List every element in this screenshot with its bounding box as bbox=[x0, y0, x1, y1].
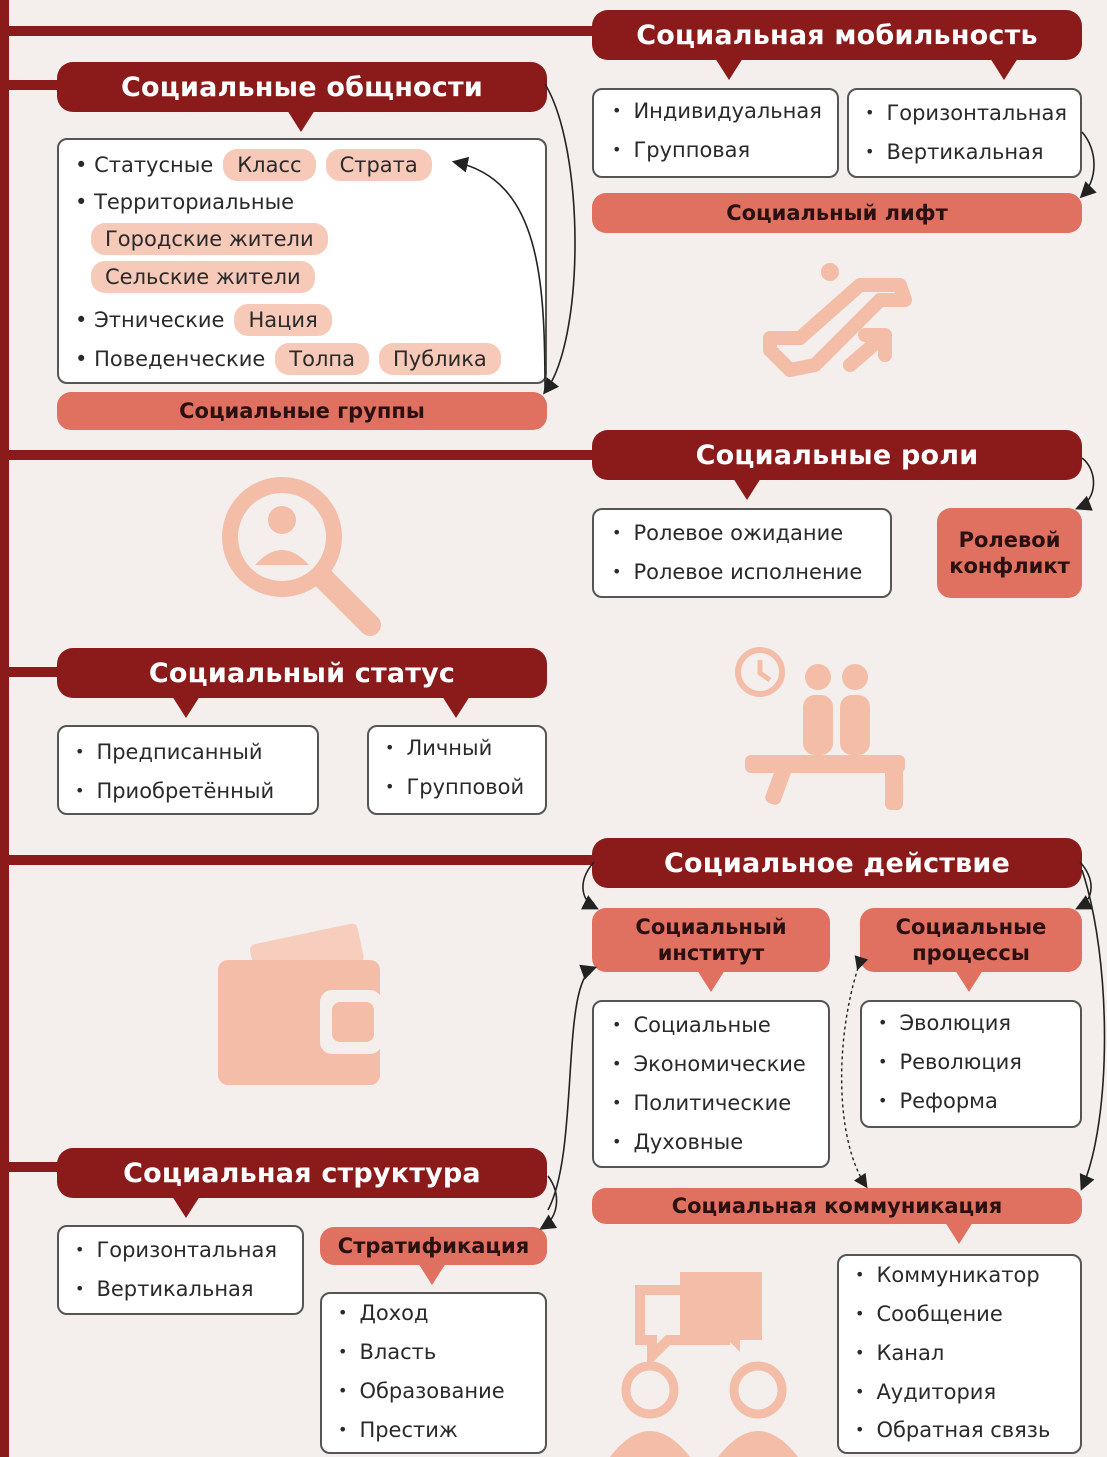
connector-action bbox=[0, 855, 600, 865]
main-spine bbox=[0, 0, 9, 1457]
list-item: Обратная связь bbox=[855, 1411, 1080, 1450]
roles-arrow bbox=[733, 478, 761, 500]
list-item: Горизонтальная bbox=[865, 94, 1080, 133]
action-header: Социальное действие bbox=[592, 838, 1082, 888]
social-groups-bar: Социальные группы bbox=[57, 392, 547, 430]
institute-arrow bbox=[697, 970, 725, 992]
curve-communities-right bbox=[543, 83, 576, 395]
list-item: Коммуникатор bbox=[855, 1256, 1080, 1295]
social-communication-bar: Социальная коммуникация bbox=[592, 1188, 1082, 1224]
structure-arrow bbox=[172, 1196, 200, 1218]
list-item: Доход bbox=[338, 1294, 545, 1333]
list-item: Личный bbox=[385, 729, 545, 768]
mobility-arrow-right bbox=[990, 58, 1018, 80]
curve-mobility-lift bbox=[1079, 131, 1097, 199]
structure-header: Социальная структура bbox=[57, 1148, 547, 1198]
roles-header: Социальные роли bbox=[592, 430, 1082, 480]
institute-list-box: Социальные Экономические Политические Ду… bbox=[592, 1000, 830, 1168]
list-item: Ролевое ожидание bbox=[612, 514, 890, 553]
list-item: Канал bbox=[855, 1334, 1080, 1373]
connector-communities bbox=[0, 80, 60, 90]
list-item: Групповая bbox=[612, 131, 837, 170]
list-item: Групповой bbox=[385, 768, 545, 807]
list-item: Революция bbox=[878, 1043, 1080, 1082]
status-arrow-right bbox=[442, 696, 470, 718]
mobility-header: Социальная мобильность bbox=[592, 10, 1082, 60]
chip-nacia: Нация bbox=[234, 304, 332, 336]
community-village-row: Сельские жители bbox=[91, 258, 545, 296]
connector-mobility bbox=[0, 26, 600, 36]
processes-arrow bbox=[955, 970, 983, 992]
list-item: Приобретённый bbox=[75, 772, 317, 811]
list-item: Экономические bbox=[612, 1045, 828, 1084]
roles-box: Ролевое ожиданиеРолевое исполнение bbox=[592, 508, 892, 598]
status-arrow-left bbox=[172, 696, 200, 718]
connector-roles bbox=[0, 450, 600, 460]
curve-action-communication bbox=[1079, 869, 1106, 1191]
social-lift-bar: Социальный лифт bbox=[592, 193, 1082, 233]
community-city-row: Городские жители bbox=[91, 220, 545, 258]
chip-klass: Класс bbox=[223, 149, 316, 181]
chip-strata: Страта bbox=[325, 149, 432, 181]
status-right-box: ЛичныйГрупповой bbox=[367, 725, 547, 815]
chip-selsk: Сельские жители bbox=[91, 261, 315, 293]
communication-arrow bbox=[945, 1222, 973, 1244]
communities-header: Социальные общности bbox=[57, 62, 547, 112]
curve-structure-institute bbox=[547, 964, 598, 1211]
list-item: Вертикальная bbox=[865, 133, 1080, 172]
list-item: Духовные bbox=[612, 1123, 828, 1162]
label-povedench: Поведенческие bbox=[94, 347, 266, 371]
chip-gorod: Городские жители bbox=[91, 223, 328, 255]
list-item: Власть bbox=[338, 1333, 545, 1372]
label-statusnye: Статусные bbox=[94, 153, 214, 177]
stratification-arrow bbox=[418, 1263, 446, 1285]
list-item: Горизонтальная bbox=[75, 1231, 302, 1270]
list-item: Реформа bbox=[878, 1082, 1080, 1121]
communities-arrow bbox=[287, 110, 315, 132]
community-territorial-row: • Территориальные bbox=[75, 190, 295, 214]
label-territ: Территориальные bbox=[94, 190, 295, 214]
structure-list-box: ГоризонтальнаяВертикальная bbox=[57, 1225, 304, 1315]
search-person-icon bbox=[222, 477, 381, 636]
stratification-bar: Стратификация bbox=[320, 1227, 547, 1265]
stratification-list-box: Доход Власть Образование Престиж bbox=[320, 1292, 547, 1454]
label-etnich: Этнические bbox=[94, 308, 225, 332]
communication-list-box: Коммуникатор Сообщение Канал Аудитория О… bbox=[837, 1254, 1082, 1454]
list-item: Эволюция bbox=[878, 1004, 1080, 1043]
list-item: Политические bbox=[612, 1084, 828, 1123]
list-item: Социальные bbox=[612, 1006, 828, 1045]
list-item: Престиж bbox=[338, 1411, 545, 1450]
processes-list-box: Эволюция Революция Реформа bbox=[860, 1000, 1082, 1128]
escalator-icon bbox=[763, 263, 912, 377]
list-item: Вертикальная bbox=[75, 1270, 302, 1309]
list-item: Предписанный bbox=[75, 733, 317, 772]
mobility-left-box: ИндивидуальнаяГрупповая bbox=[592, 88, 839, 178]
waiting-people-icon bbox=[735, 647, 905, 810]
wallet-icon bbox=[218, 923, 382, 1085]
chat-people-icon bbox=[610, 1272, 798, 1457]
list-item: Образование bbox=[338, 1372, 545, 1411]
list-item: Сообщение bbox=[855, 1295, 1080, 1334]
list-item: Аудитория bbox=[855, 1373, 1080, 1412]
connector-status bbox=[0, 667, 60, 677]
chip-tolpa: Толпа bbox=[275, 343, 369, 375]
status-left-box: ПредписанныйПриобретённый bbox=[57, 725, 319, 815]
status-header: Социальный статус bbox=[57, 648, 547, 698]
connector-structure bbox=[0, 1162, 60, 1172]
mobility-right-box: ГоризонтальнаяВертикальная bbox=[847, 88, 1082, 178]
chip-publika: Публика bbox=[379, 343, 501, 375]
list-item: Ролевое исполнение bbox=[612, 553, 890, 592]
list-item: Индивидуальная bbox=[612, 92, 837, 131]
mobility-arrow-left bbox=[715, 58, 743, 80]
